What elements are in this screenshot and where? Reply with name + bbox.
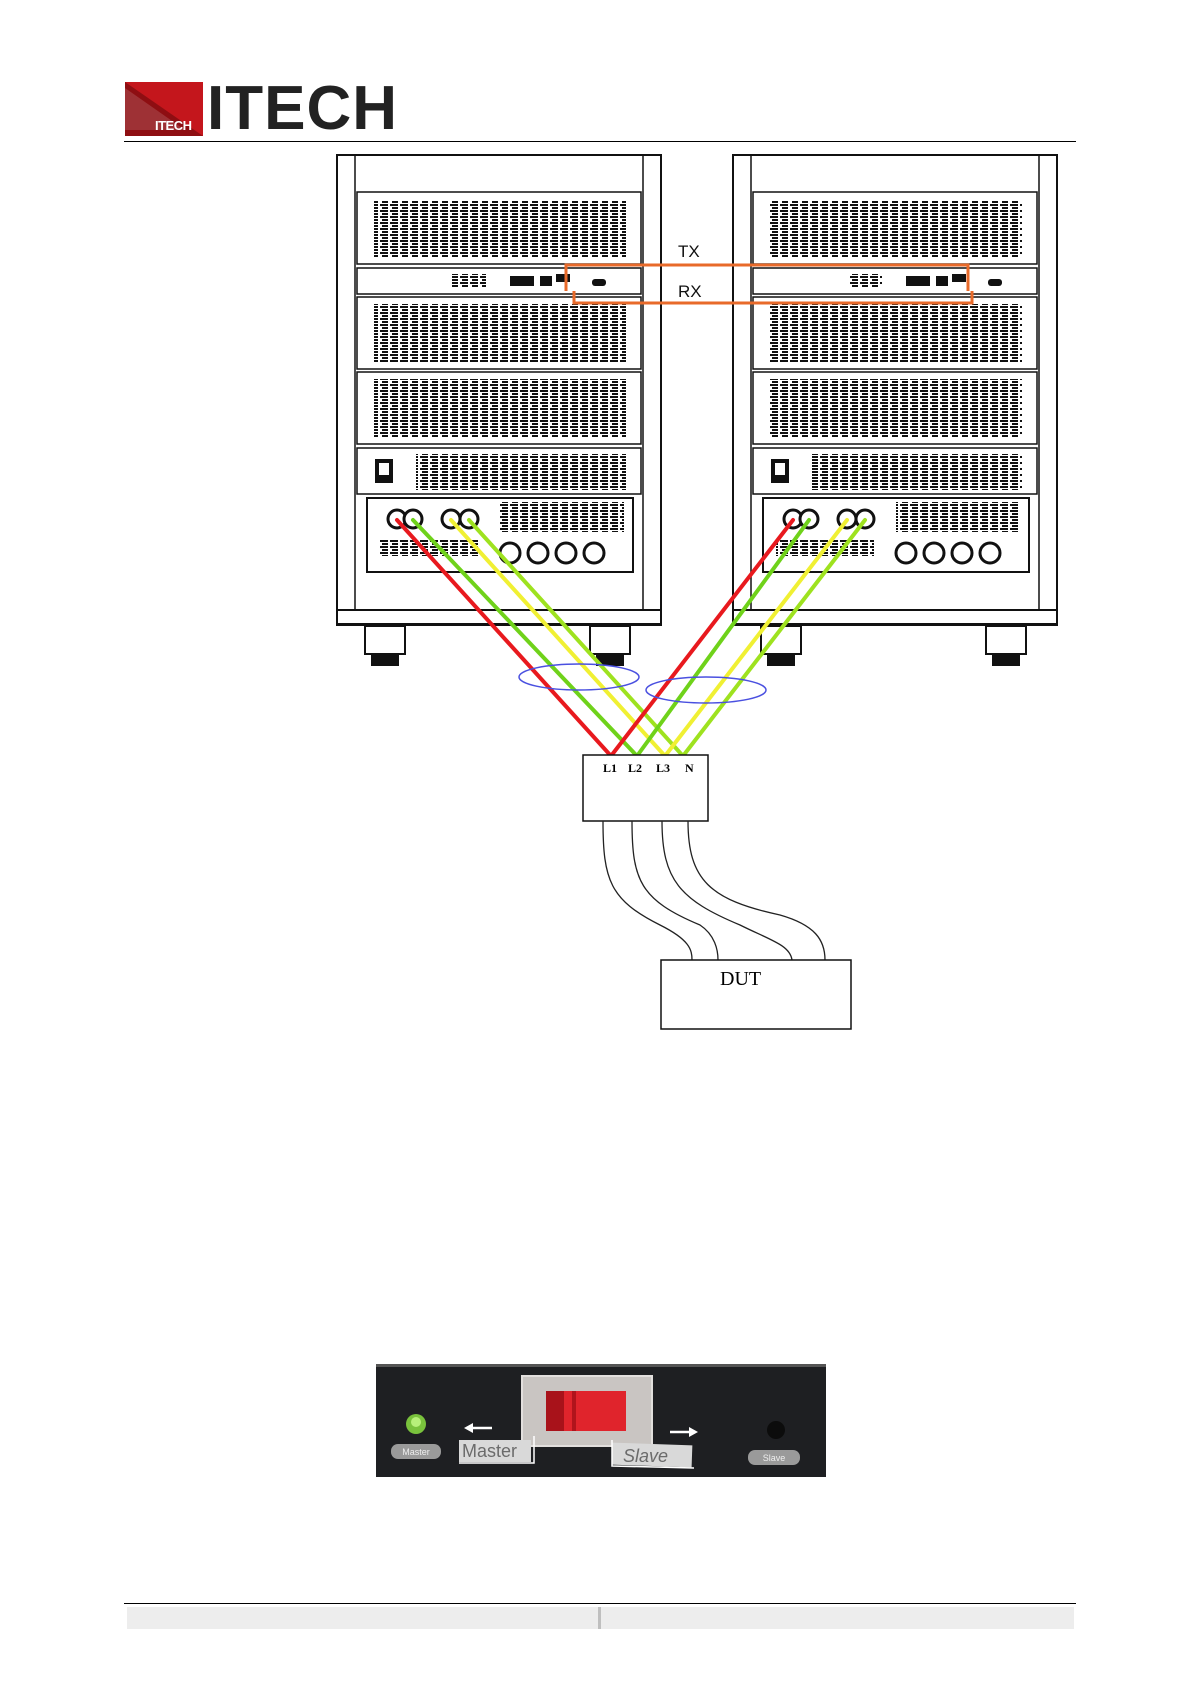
footer-rule <box>124 1603 1076 1604</box>
cabinet-left-control-panel <box>357 268 641 294</box>
cabinet-left-module-3 <box>357 372 641 444</box>
footer-separator <box>598 1607 601 1629</box>
wiring-diagram: TX RX L1 L2 L3 N DUT <box>0 0 1191 1330</box>
master-led-label: Master <box>402 1447 430 1457</box>
cabinet-right-feet <box>761 626 1026 666</box>
cabinet-left-module-1 <box>357 192 641 264</box>
rocker-switch[interactable] <box>546 1391 626 1431</box>
master-side-label: Master <box>462 1441 517 1461</box>
slave-led-label: Slave <box>763 1453 786 1463</box>
cabinet-right <box>733 155 1057 666</box>
dut-box: DUT <box>661 960 851 1029</box>
cabinet-left-module-4 <box>357 448 641 494</box>
cabinet-right-module-1 <box>753 192 1037 264</box>
rx-label: RX <box>678 282 702 301</box>
slave-side-label: Slave <box>623 1446 668 1466</box>
cabinet-right-module-2 <box>753 297 1037 369</box>
master-slave-switch-photo: Master Master Slave Slave <box>376 1364 826 1477</box>
cabinet-left <box>337 155 661 666</box>
dut-cables <box>603 821 825 960</box>
cabinet-left-output-panel <box>367 498 633 572</box>
terminal-l2: L2 <box>628 761 642 775</box>
slave-led-icon <box>767 1421 785 1439</box>
terminal-n: N <box>685 761 694 775</box>
terminal-block: L1 L2 L3 N <box>583 755 708 821</box>
cabinet-left-module-2 <box>357 297 641 369</box>
cabinet-right-output-panel <box>763 498 1029 572</box>
tx-label: TX <box>678 242 700 261</box>
dut-label: DUT <box>720 968 761 990</box>
cabinet-right-module-4 <box>753 448 1037 494</box>
terminal-l1: L1 <box>603 761 617 775</box>
cabinet-right-module-3 <box>753 372 1037 444</box>
cabinet-right-control-panel <box>753 268 1037 294</box>
terminal-l3: L3 <box>656 761 670 775</box>
